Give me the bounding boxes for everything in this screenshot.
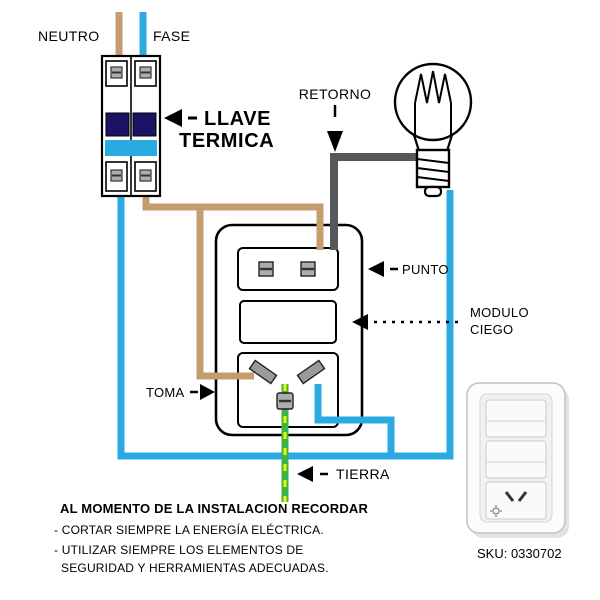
base-thread: [416, 167, 450, 173]
breaker-toggle-right: [132, 112, 157, 137]
breaker-label-line2: TERMICA: [179, 130, 274, 152]
arrow-right-icon: [200, 384, 215, 400]
product-outlet-slot-right: [517, 491, 528, 502]
blind-module-label-line1: MODULO: [470, 305, 529, 320]
return-label: RETORNO: [299, 86, 372, 102]
switch-module: [237, 247, 339, 291]
switch-screw-right: [300, 261, 316, 277]
warning-item-2-line1: - UTILIZAR SIEMPRE LOS ELEMENTOS DE: [54, 543, 304, 557]
arrow-left-icon: [368, 261, 384, 277]
wires: [115, 12, 454, 502]
light-bulb: [393, 62, 473, 198]
warning-item-2-line2: SEGURIDAD Y HERRAMIENTAS ADECUADAS.: [61, 561, 329, 575]
product-outlet-slot-left: [504, 491, 515, 502]
bulb-neck: [412, 134, 421, 152]
blind-module-label-line2: CIEGO: [470, 322, 513, 337]
base-thread: [416, 158, 450, 164]
outlet-slot-right: [296, 359, 326, 385]
breaker-band: [105, 140, 157, 156]
base-thread: [416, 176, 450, 182]
outlet-slot-left: [248, 359, 278, 385]
switch-screw-left: [258, 261, 274, 277]
ground-label: TIERRA: [336, 466, 390, 482]
rocker-switch-middle: [485, 440, 547, 479]
circuit-breaker: [100, 54, 162, 198]
neutral-wire-outlet-branch: [314, 384, 395, 459]
switch-label: PUNTO: [402, 262, 449, 277]
phase-label: FASE: [153, 28, 190, 44]
blind-module: [239, 300, 337, 344]
arrow-down-icon: [327, 131, 343, 152]
wall-plate: [214, 223, 364, 437]
product-outlet-module: [485, 481, 547, 520]
breaker-toggle-left: [105, 112, 130, 137]
outlet-label: TOMA: [146, 385, 185, 400]
arrow-left-icon: [164, 109, 182, 127]
phase-wire-outlet-branch: [196, 204, 254, 380]
warning-title: AL MOMENTO DE LA INSTALACION RECORDAR: [60, 501, 368, 516]
arrow-left-icon: [352, 314, 368, 330]
warning-item-1: - CORTAR SIEMPRE LA ENERGÍA ELÉCTRICA.: [54, 522, 324, 537]
neutral-label: NEUTRO: [38, 28, 100, 44]
warning-block: AL MOMENTO DE LA INSTALACION RECORDAR - …: [54, 501, 368, 575]
rocker-switch-top: [485, 399, 547, 438]
breaker-label-line1: LLAVE: [204, 108, 271, 130]
bulb-neck: [445, 134, 454, 152]
annotations: NEUTRO FASE LLAVE TERMICA RETORNO PUNTO …: [38, 28, 529, 482]
lamp-icon: [490, 505, 502, 517]
product-sku: SKU: 0330702: [477, 546, 562, 561]
bulb-tip: [423, 185, 443, 198]
bulb-filament: [414, 70, 452, 104]
phase-wire: [142, 195, 324, 250]
product-photo: SKU: 0330702: [466, 382, 569, 561]
ground-screw: [276, 392, 294, 410]
return-wire: [330, 153, 420, 250]
arrow-left-icon: [297, 466, 313, 482]
